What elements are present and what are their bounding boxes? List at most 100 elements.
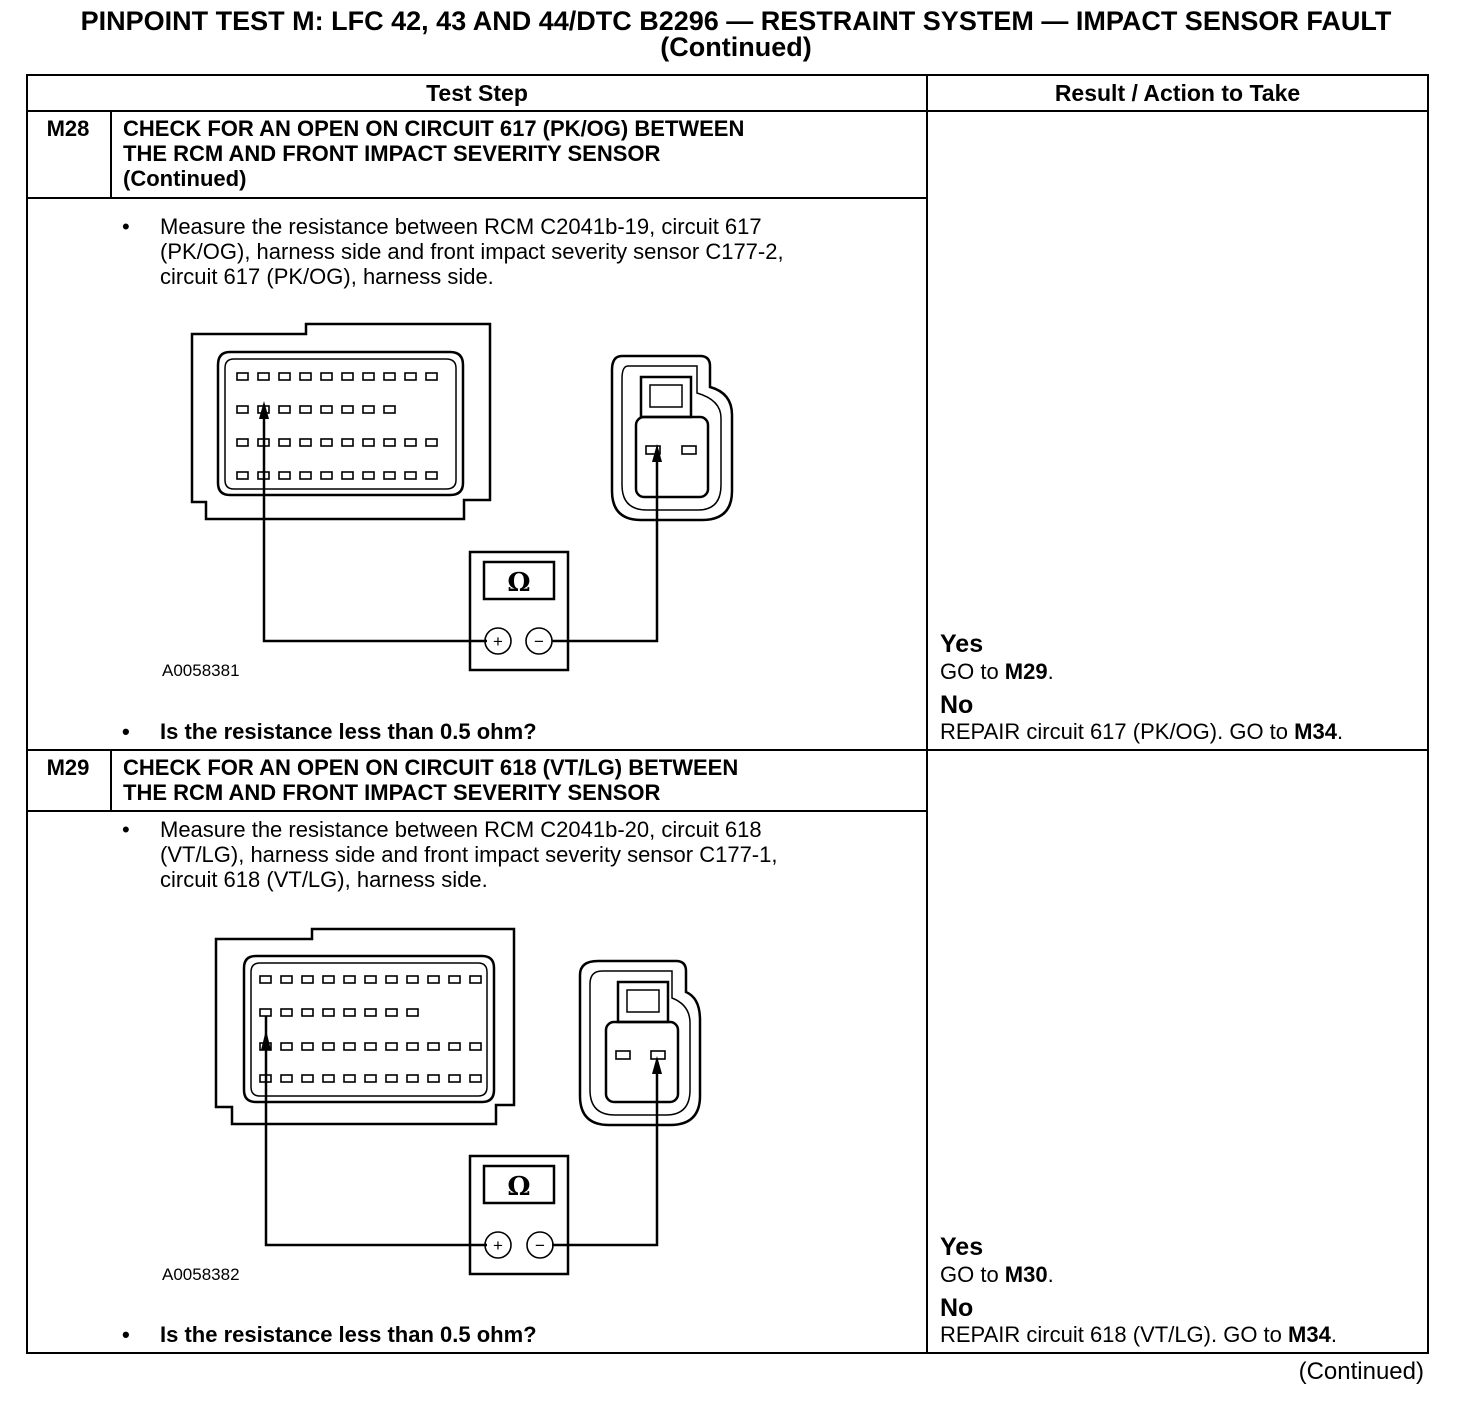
ohmmeter-positive-jack xyxy=(484,627,512,655)
step-instruction-m29: • Measure the resistance between RCM C20… xyxy=(122,817,778,892)
probe-lead-negative xyxy=(552,452,659,643)
rcm-connector-inner-2 xyxy=(224,358,457,490)
step-title-divider xyxy=(26,197,928,199)
step-separator xyxy=(26,749,1429,751)
question-text: Is the resistance less than 0.5 ohm? xyxy=(160,719,537,744)
instruction-line: (VT/LG), harness side and front impact s… xyxy=(160,842,778,867)
result-yes-action: GO to M29. xyxy=(940,659,1054,685)
rcm-connector-inner xyxy=(242,954,496,1104)
step-title-line: CHECK FOR AN OPEN ON CIRCUIT 617 (PK/OG)… xyxy=(123,116,745,141)
result-no-label: No xyxy=(940,691,974,719)
sensor-pins xyxy=(645,445,697,455)
ohmmeter-minus-label: − xyxy=(535,1236,545,1255)
rcm-connector-outline xyxy=(214,927,516,1126)
result-yes-label: Yes xyxy=(940,1233,984,1261)
rcm-connector-inner-2 xyxy=(250,962,488,1097)
probe-tip-negative xyxy=(652,444,662,462)
ohmmeter-plus-label: + xyxy=(493,1236,503,1255)
rcm-pin-row-1 xyxy=(236,372,438,381)
sensor-latch-inner xyxy=(626,989,660,1013)
title-line-1: PINPOINT TEST M: LFC 42, 43 AND 44/DTC B… xyxy=(80,6,1392,36)
ohmmeter-symbol: Ω xyxy=(507,568,530,598)
step-id-m28: M28 xyxy=(46,116,90,141)
bullet-dot: • xyxy=(122,1322,130,1347)
step-title-line: THE RCM AND FRONT IMPACT SEVERITY SENSOR xyxy=(123,141,661,166)
result-text: REPAIR circuit 617 (PK/OG). GO to xyxy=(940,719,1295,744)
sensor-pins xyxy=(615,1050,666,1060)
header-result: Result / Action to Take xyxy=(1054,80,1301,106)
probe-lead-positive xyxy=(262,409,487,643)
rcm-pin-row-2 xyxy=(236,405,396,414)
rcm-pin-row-4 xyxy=(259,1074,482,1083)
sensor-body xyxy=(604,1020,680,1104)
column-divider xyxy=(926,74,928,1354)
result-text-end: . xyxy=(1336,719,1344,744)
result-text-end: . xyxy=(1047,659,1054,684)
result-text-end: . xyxy=(1330,1322,1337,1347)
rcm-pin-row-3 xyxy=(259,1042,482,1051)
sensor-connector-outline xyxy=(610,354,734,522)
step-title-m28: CHECK FOR AN OPEN ON CIRCUIT 617 (PK/OG)… xyxy=(123,116,744,191)
step-title-line: (Continued) xyxy=(123,166,247,191)
bullet-dot: • xyxy=(122,214,130,239)
result-no-label: No xyxy=(940,1294,974,1322)
probe-lead-positive xyxy=(264,1016,487,1247)
sensor-latch-inner xyxy=(649,384,683,408)
result-no-action: REPAIR circuit 618 (VT/LG). GO to M34. xyxy=(940,1322,1337,1348)
rcm-connector-inner xyxy=(216,350,465,497)
figure-id-m28: A0058381 xyxy=(162,661,240,680)
ohmmeter-display xyxy=(482,560,556,601)
result-text: GO to xyxy=(940,1262,1005,1287)
result-step-ref: M34 xyxy=(1294,719,1337,744)
ohmmeter-positive-jack xyxy=(484,1231,512,1259)
step-title-line: CHECK FOR AN OPEN ON CIRCUIT 618 (VT/LG)… xyxy=(123,755,739,780)
sensor-latch xyxy=(639,375,693,419)
result-no-action: REPAIR circuit 617 (PK/OG). GO to M34. xyxy=(940,719,1343,745)
result-text: REPAIR circuit 618 (VT/LG). GO to xyxy=(940,1322,1289,1347)
ohmmeter-body xyxy=(468,550,570,672)
step-id-divider xyxy=(110,749,112,811)
step-title-m29: CHECK FOR AN OPEN ON CIRCUIT 618 (VT/LG)… xyxy=(123,755,738,805)
sensor-latch xyxy=(616,980,670,1024)
rcm-pin-row-3 xyxy=(236,438,438,447)
ohmmeter-negative-jack xyxy=(526,1231,554,1259)
probe-tip-negative xyxy=(652,1056,662,1074)
continued-note: (Continued) xyxy=(1298,1358,1424,1385)
result-text: GO to xyxy=(940,659,1005,684)
sensor-connector-inner xyxy=(589,970,691,1116)
sensor-connector-inner xyxy=(621,365,722,511)
ohmmeter-negative-jack xyxy=(525,627,553,655)
bullet-dot: • xyxy=(122,719,130,744)
sensor-body xyxy=(634,415,710,499)
ohmmeter-plus-label: + xyxy=(493,632,503,651)
step-question-m28: • Is the resistance less than 0.5 ohm? xyxy=(122,719,537,744)
ohmmeter-display xyxy=(482,1164,556,1205)
result-step-ref: M30 xyxy=(1004,1262,1048,1287)
wiring-diagram-m28: Ω + − xyxy=(190,322,734,672)
step-id-divider xyxy=(110,110,112,198)
ohmmeter-symbol: Ω xyxy=(507,1172,530,1202)
step-id-m29: M29 xyxy=(46,755,90,780)
step-question-m29: • Is the resistance less than 0.5 ohm? xyxy=(122,1322,537,1347)
probe-lead-negative xyxy=(552,1062,659,1247)
step-title-line: THE RCM AND FRONT IMPACT SEVERITY SENSOR xyxy=(123,780,661,805)
instruction-line: circuit 618 (VT/LG), harness side. xyxy=(160,867,488,892)
sensor-connector-outline xyxy=(578,959,702,1127)
rcm-pin-row-4 xyxy=(236,471,438,480)
question-text: Is the resistance less than 0.5 ohm? xyxy=(160,1322,537,1347)
result-yes-action: GO to M30. xyxy=(940,1262,1054,1288)
probe-tip-positive xyxy=(259,401,269,419)
step-title-divider xyxy=(26,810,928,812)
rcm-pin-row-1 xyxy=(259,975,482,984)
result-step-ref: M34 xyxy=(1288,1322,1331,1347)
header-divider xyxy=(26,110,1429,112)
figure-id-m29: A0058382 xyxy=(162,1265,240,1284)
ohmmeter-body xyxy=(468,1154,570,1276)
probe-tip-positive xyxy=(261,1030,271,1050)
instruction-line: Measure the resistance between RCM C2041… xyxy=(160,817,762,842)
instruction-line: (PK/OG), harness side and front impact s… xyxy=(160,239,784,264)
rcm-pin-row-2 xyxy=(259,1008,419,1017)
title-line-2: (Continued) xyxy=(660,32,812,62)
result-step-ref: M29 xyxy=(1004,659,1048,684)
result-yes-label: Yes xyxy=(940,630,984,658)
